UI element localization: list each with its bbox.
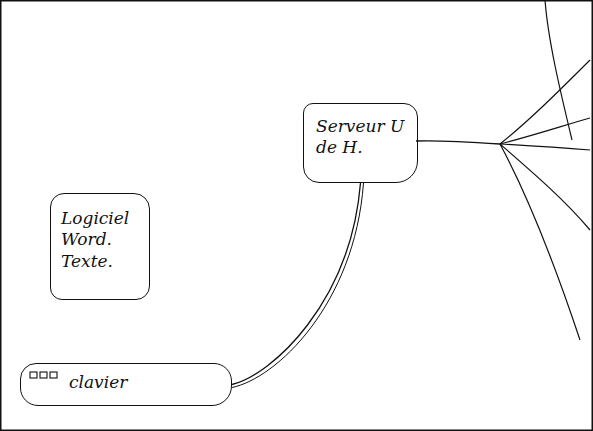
node-label: clavier [69,372,221,393]
network-line [416,141,500,144]
network-branch [500,60,590,144]
connector-line [232,183,361,385]
network-branch [500,144,580,340]
network-line [545,0,572,140]
key-symbol [40,372,47,378]
network-branch [500,118,590,144]
node-label: Logiciel Word. Texte. [61,208,141,272]
connector-line [232,183,364,388]
node-label: Serveur U de H. [316,116,407,159]
network-branch [500,144,590,150]
server-box: Serveur U de H. [303,103,418,183]
keyboard-box: clavier [20,363,232,406]
software-box: Logiciel Word. Texte. [50,193,150,300]
network-branch [500,144,590,230]
key-symbol [50,372,57,378]
key-symbol [30,372,37,378]
